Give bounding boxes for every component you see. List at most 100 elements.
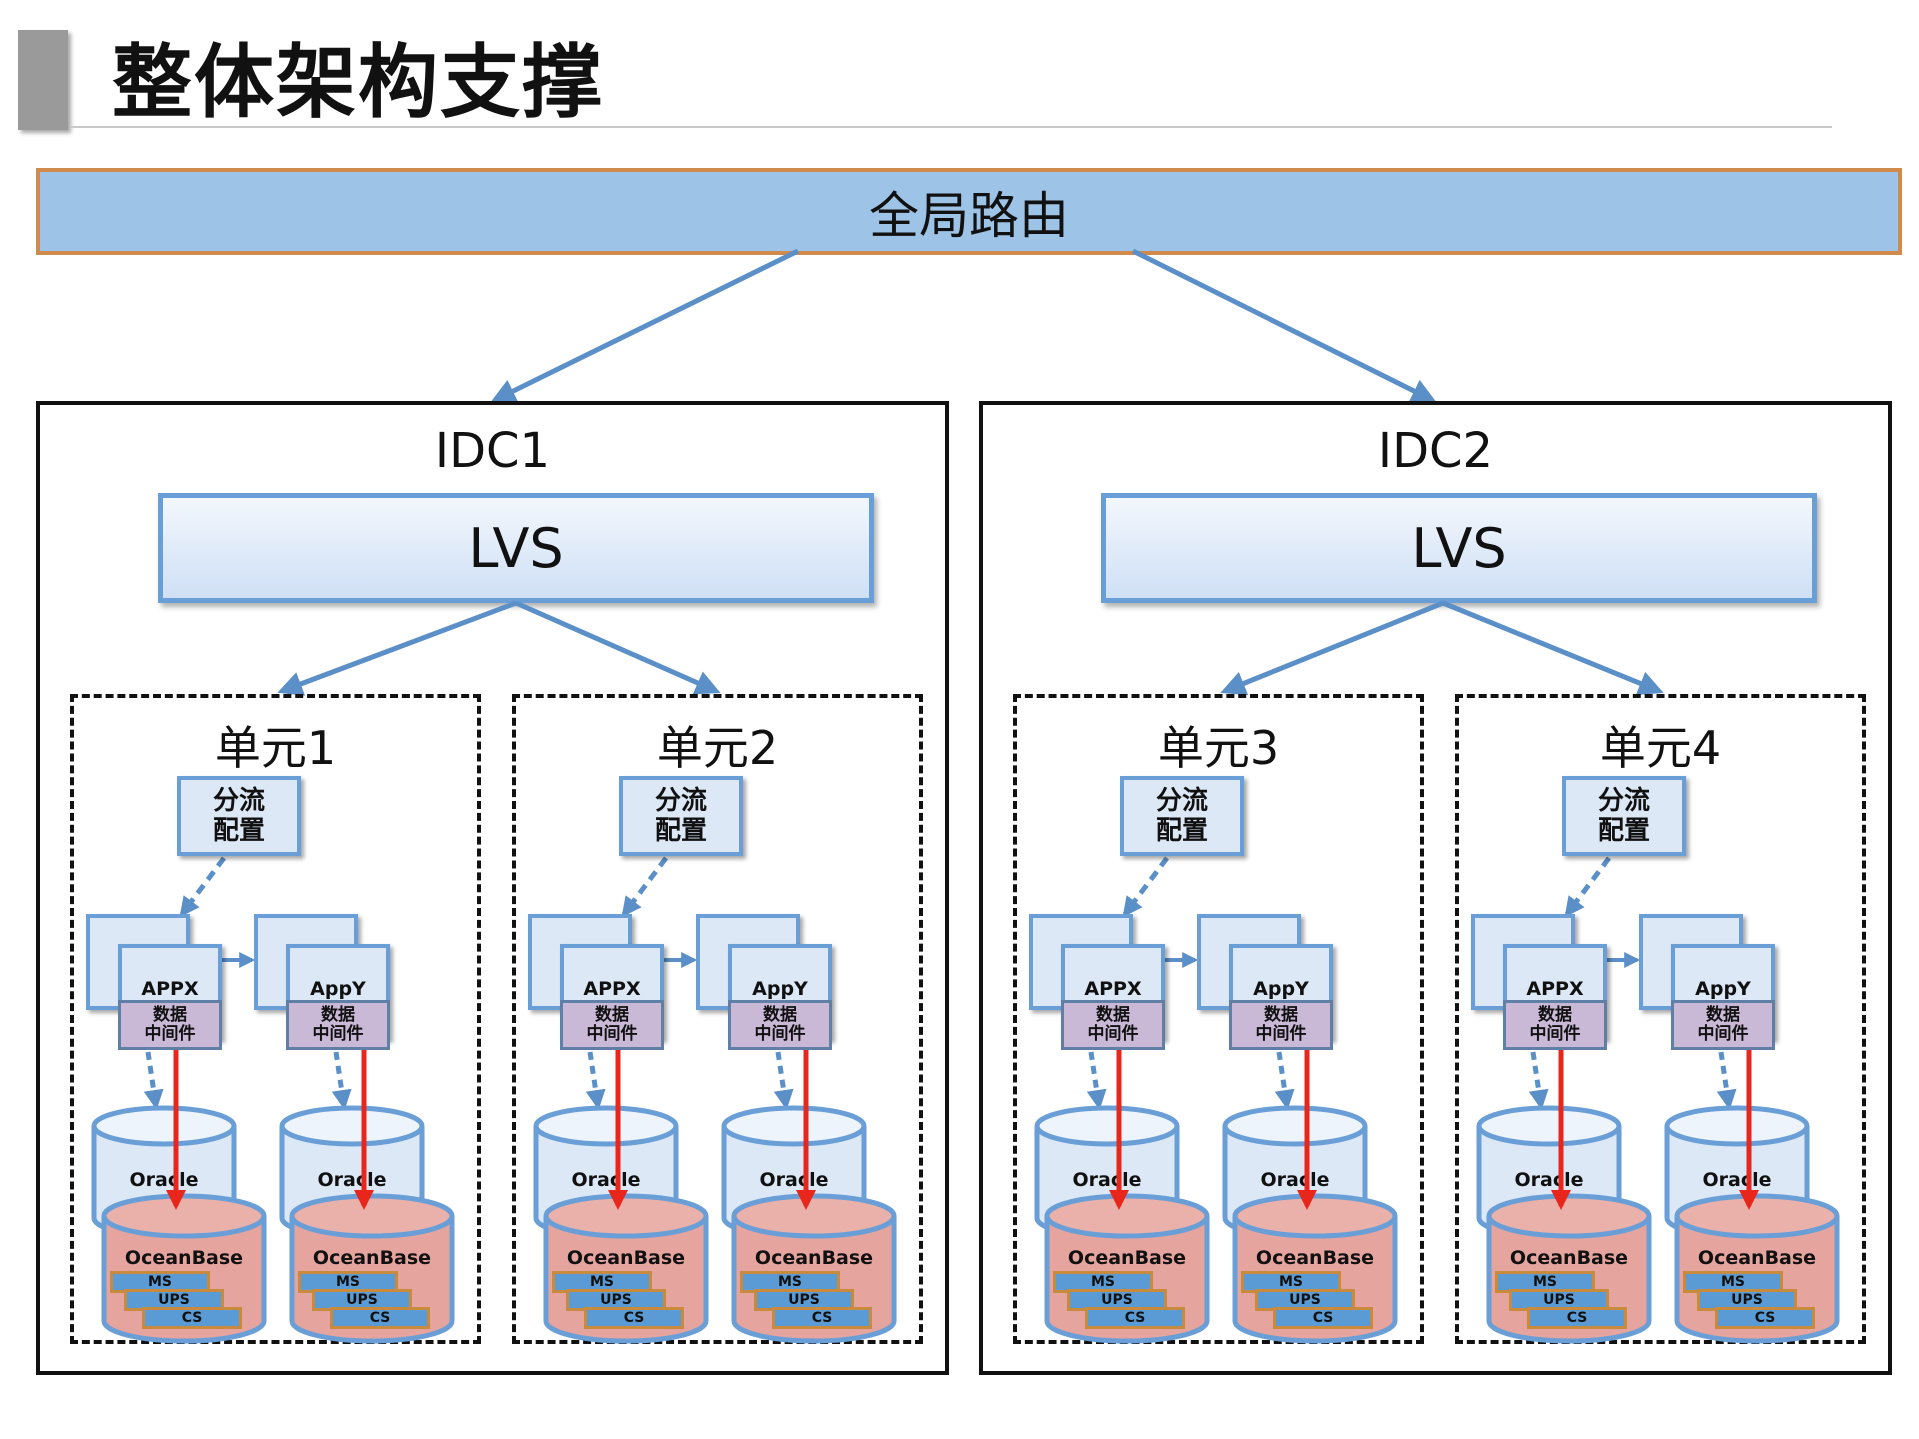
unit-4-box: OracleOceanBaseOracleOceanBase单元4分流配置AAP… [1455,694,1866,1344]
oracle-label: Oracle [1514,1169,1583,1191]
oracle-cylinder-top [1664,1105,1810,1147]
cs-box: CS [1527,1307,1627,1329]
oracle-label: Oracle [571,1169,640,1191]
middleware-to-oracle-arrow [1716,1051,1737,1110]
cs-box: CS [584,1307,684,1329]
middleware-line-2: 中间件 [754,1024,806,1044]
config-line-2: 配置 [1597,816,1650,846]
app-name: APPX [1084,978,1142,1000]
idc-label: IDC1 [434,423,551,479]
oceanbase-cylinder-top [1044,1193,1210,1239]
title-accent-bar [18,30,68,130]
unit-title: 单元2 [656,721,779,775]
app-name: APPX [583,978,641,1000]
data-middleware-box: 数据中间件 [286,1000,390,1050]
cs-box: CS [772,1307,872,1329]
oracle-label: Oracle [317,1169,386,1191]
middleware-line-2: 中间件 [1697,1024,1749,1044]
traffic-config-box: 分流配置 [619,776,743,856]
oracle-label: Oracle [1072,1169,1141,1191]
data-middleware-box: 数据中间件 [1229,1000,1333,1050]
oracle-cylinder-top [1476,1105,1622,1147]
global-route-box: 全局路由 [36,168,1902,255]
middleware-to-oracle-arrow [1274,1051,1295,1110]
cs-box: CS [142,1307,242,1329]
oceanbase-cylinder-top [543,1193,709,1239]
config-line-2: 配置 [654,816,707,846]
oracle-cylinder-top [533,1105,679,1147]
unit-1-box: OracleOceanBaseOracleOceanBase单元1分流配置AAP… [70,694,481,1344]
cs-box: CS [1715,1307,1815,1329]
unit-3-box: OracleOceanBaseOracleOceanBase单元3分流配置AAP… [1013,694,1424,1344]
middleware-line-1: 数据 [1706,1005,1740,1025]
middleware-line-2: 中间件 [586,1024,638,1044]
title-divider [70,126,1832,128]
lvs-to-unit-arrows [277,600,721,696]
config-to-app-arrow [179,856,226,918]
unit-2-box: OracleOceanBaseOracleOceanBase单元2分流配置AAP… [512,694,923,1344]
oceanbase-label: OceanBase [313,1247,431,1269]
oceanbase-label: OceanBase [567,1247,685,1269]
data-middleware-box: 数据中间件 [728,1000,832,1050]
oceanbase-cylinder-top [289,1193,455,1239]
config-line-1: 分流 [1597,786,1650,816]
oceanbase-cylinder-top [1674,1193,1840,1239]
oracle-cylinder-top [1034,1105,1180,1147]
oracle-label: Oracle [129,1169,198,1191]
lvs-to-unit-2-arrow [514,600,721,695]
oceanbase-label: OceanBase [1698,1247,1816,1269]
data-middleware-box: 数据中间件 [560,1000,664,1050]
oracle-label: Oracle [1260,1169,1329,1191]
middleware-line-2: 中间件 [1529,1024,1581,1044]
middleware-line-2: 中间件 [144,1024,196,1044]
oceanbase-cylinder-top [1486,1193,1652,1239]
middleware-to-oracle-arrow [585,1051,606,1110]
oceanbase-label: OceanBase [1068,1247,1186,1269]
traffic-config-box: 分流配置 [177,776,301,856]
lvs-to-unit-arrows [1220,600,1664,696]
app-name: AppY [1253,978,1309,1000]
cs-box: CS [1085,1307,1185,1329]
oracle-label: Oracle [759,1169,828,1191]
route-to-idc2-arrow [1131,248,1437,403]
data-middleware-box: 数据中间件 [118,1000,222,1050]
app-name: AppY [310,978,366,1000]
oceanbase-label: OceanBase [125,1247,243,1269]
config-line-2: 配置 [212,816,265,846]
oceanbase-cylinder-top [101,1193,267,1239]
middleware-to-oracle-arrow [773,1051,794,1110]
oracle-cylinder-top [91,1105,237,1147]
oracle-cylinder-top [721,1105,867,1147]
oceanbase-label: OceanBase [1510,1247,1628,1269]
middleware-to-oracle-arrow [143,1051,164,1110]
data-middleware-box: 数据中间件 [1061,1000,1165,1050]
lvs-box: LVS [158,493,874,603]
page-title: 整体架构支撑 [112,36,604,129]
middleware-line-1: 数据 [763,1005,797,1025]
data-middleware-box: 数据中间件 [1503,1000,1607,1050]
middleware-to-oracle-arrow [331,1051,352,1110]
middleware-to-oracle-arrow [1528,1051,1549,1110]
lvs-to-unit-4-arrow [1442,600,1664,696]
oracle-label: Oracle [1702,1169,1771,1191]
config-line-2: 配置 [1155,816,1208,846]
traffic-config-box: 分流配置 [1120,776,1244,856]
unit-title: 单元3 [1157,721,1280,775]
idc-label: IDC2 [1377,423,1494,479]
middleware-line-2: 中间件 [312,1024,364,1044]
middleware-line-1: 数据 [1264,1005,1298,1025]
oceanbase-cylinder-top [1232,1193,1398,1239]
oracle-cylinder-top [279,1105,425,1147]
app-name: APPX [141,978,199,1000]
app-name: AppY [752,978,808,1000]
cs-box: CS [330,1307,430,1329]
unit-title: 单元1 [214,721,337,775]
middleware-line-1: 数据 [321,1005,355,1025]
lvs-box: LVS [1101,493,1817,603]
oceanbase-cylinder-top [731,1193,897,1239]
config-to-app-arrow [1564,856,1611,918]
config-to-app-arrow [621,856,668,918]
